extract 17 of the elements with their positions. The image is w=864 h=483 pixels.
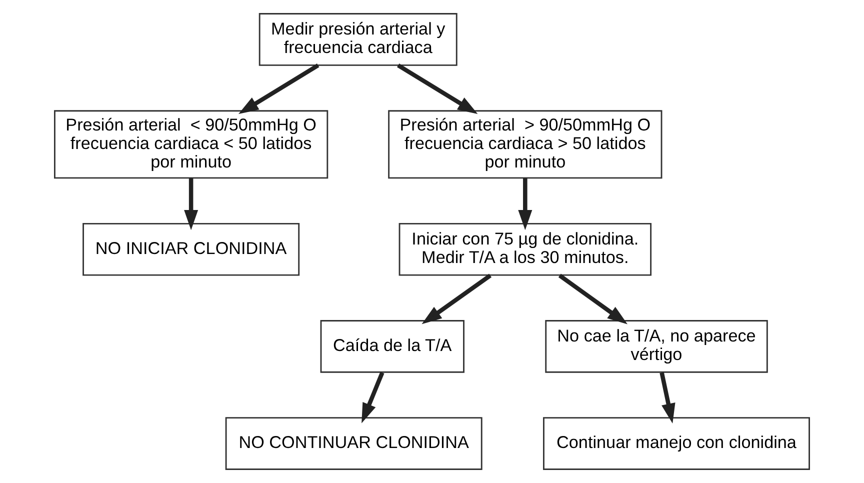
node-box: No cae la T/A, no aparece vértigo bbox=[545, 320, 768, 373]
node-box: Medir presión arterial y frecuencia cardiaca bbox=[258, 13, 458, 66]
arrow bbox=[397, 64, 478, 114]
arrow bbox=[422, 274, 492, 324]
arrow bbox=[362, 372, 384, 424]
node-box: Caída de la T/A bbox=[320, 320, 464, 373]
node-box: Continuar manejo con clonidina bbox=[543, 417, 810, 470]
arrow bbox=[660, 372, 676, 424]
arrow bbox=[518, 178, 532, 230]
arrow bbox=[184, 178, 198, 230]
arrow bbox=[558, 274, 628, 324]
node-box: NO INICIAR CLONIDINA bbox=[82, 222, 300, 276]
node-box: Presión arterial > 90/50mmHg O frecuencia cardiaca > 50 latidos por minuto bbox=[388, 110, 662, 179]
node-box: Iniciar con 75 µg de clonidina. Medir T/A a los 30 minutos. bbox=[398, 222, 652, 276]
arrow bbox=[238, 64, 320, 114]
node-box: Presión arterial < 90/50mmHg O frecuencia cardiaca < 50 latidos por minuto bbox=[54, 110, 328, 179]
node-box: NO CONTINUAR CLONIDINA bbox=[225, 417, 482, 470]
